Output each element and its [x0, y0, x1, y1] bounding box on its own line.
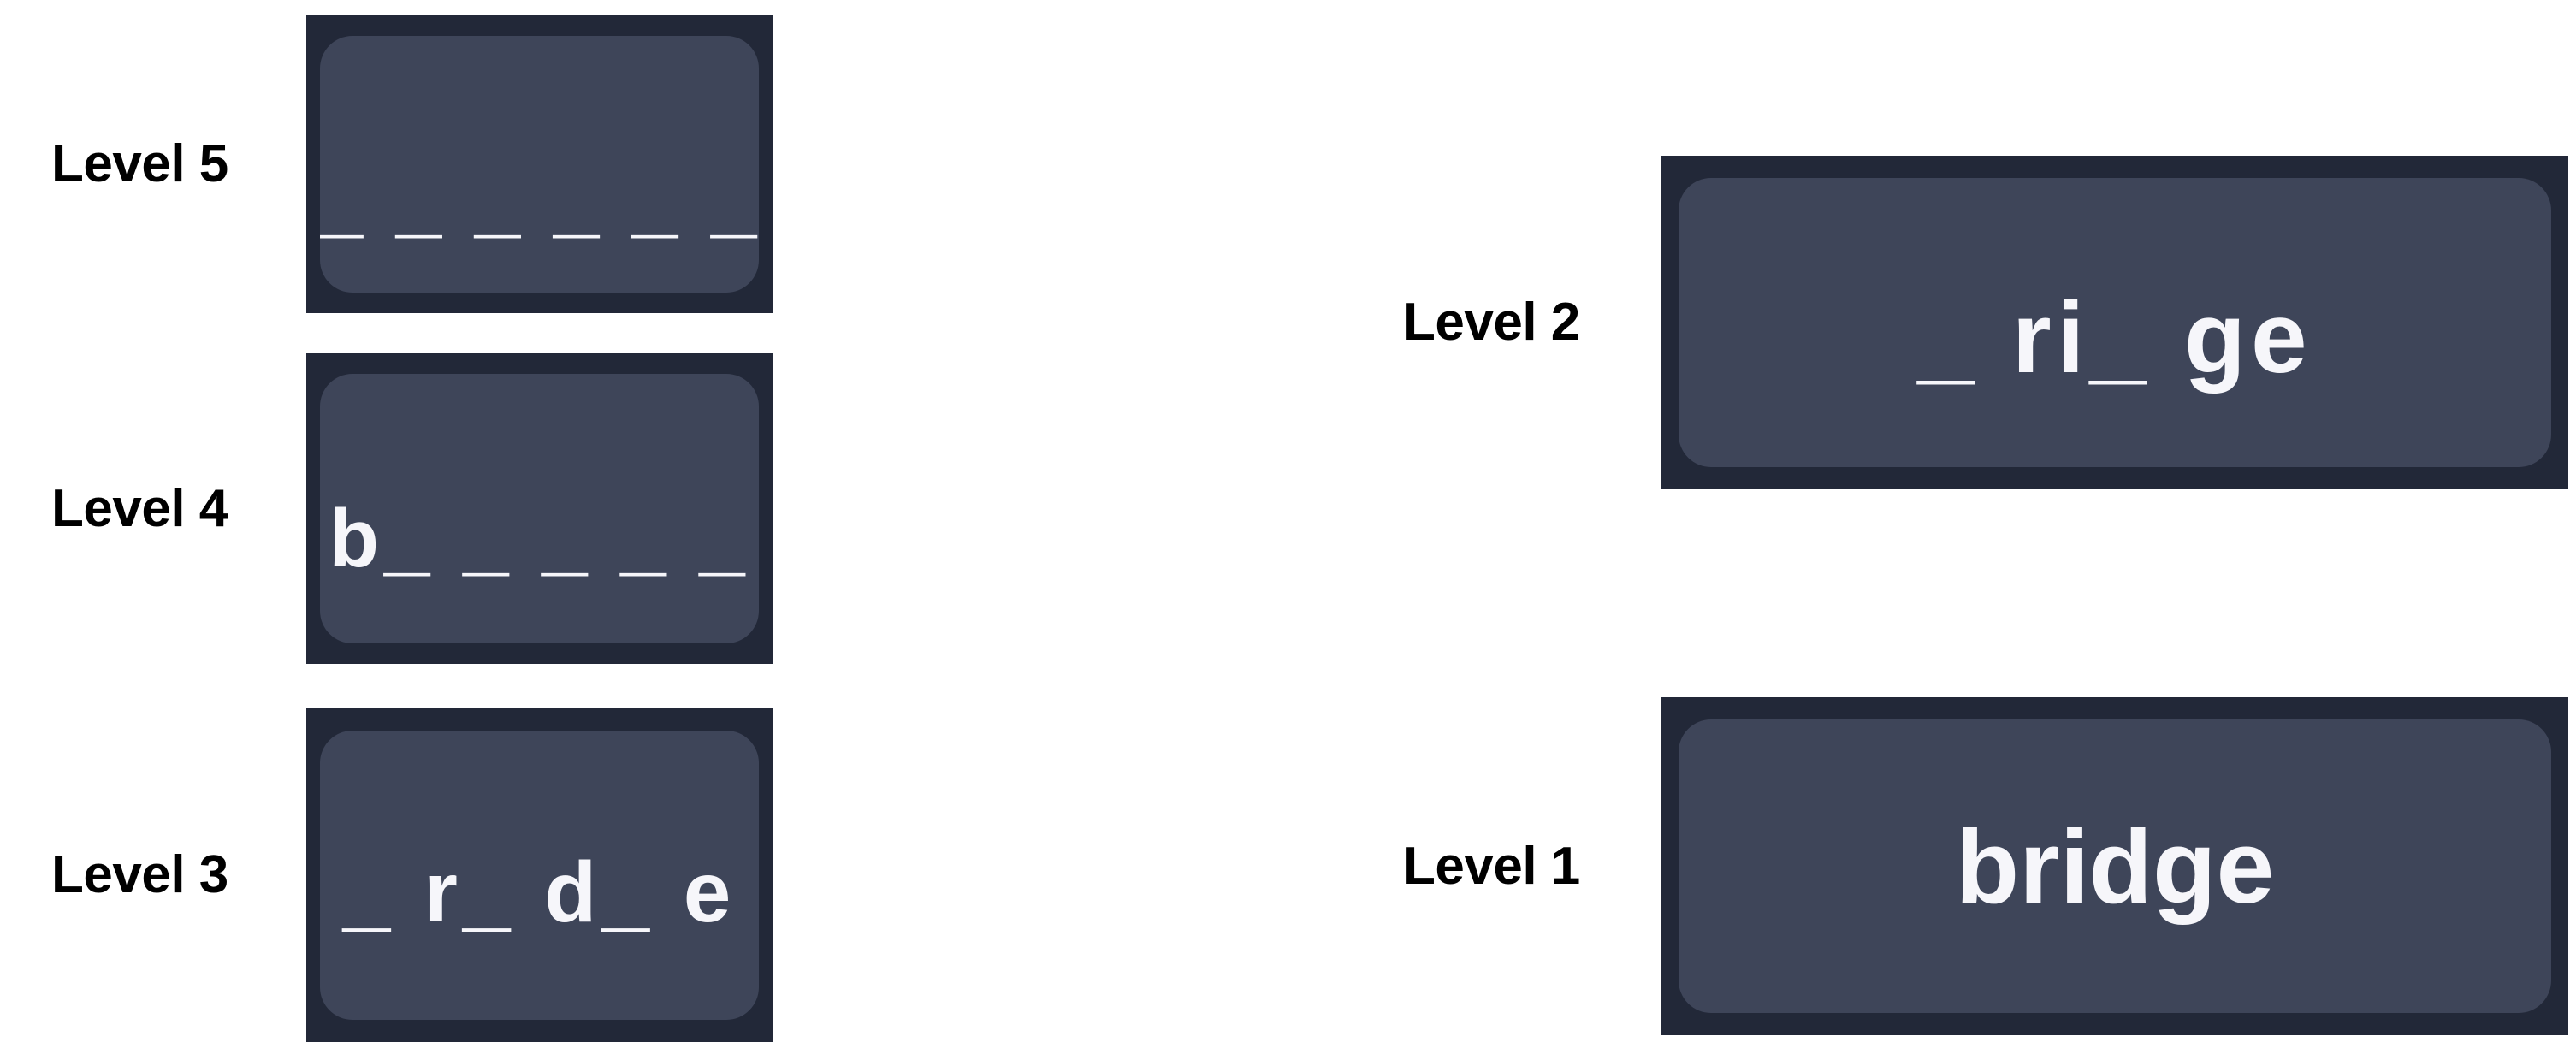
word-card-frame-level3[interactable]: _ r_ d_ e	[306, 708, 773, 1042]
word-card-level1[interactable]: bridge	[1679, 719, 2551, 1013]
word-display-level5: _ _ _ _ _ _	[320, 155, 759, 246]
word-card-level4[interactable]: b_ _ _ _ _	[320, 374, 759, 643]
word-display-level2: _ ri_ ge	[1917, 281, 2312, 394]
word-card-level2[interactable]: _ ri_ ge	[1679, 178, 2551, 467]
level-label-level4: Level 4	[51, 478, 228, 538]
level-label-level3: Level 3	[51, 845, 228, 904]
word-card-level5[interactable]: _ _ _ _ _ _	[320, 36, 759, 293]
word-card-frame-level2[interactable]: _ ri_ ge	[1661, 156, 2568, 489]
word-display-level3: _ r_ d_ e	[342, 844, 737, 940]
level-label-level1: Level 1	[1403, 836, 1580, 896]
word-card-level3[interactable]: _ r_ d_ e	[320, 731, 759, 1020]
level-row-level3: Level 3 _ r_ d_ e	[51, 708, 773, 1042]
level-row-level1: Level 1 bridge	[1403, 697, 2568, 1035]
level-label-level2: Level 2	[1403, 293, 1580, 352]
level-label-level5: Level 5	[51, 134, 228, 193]
level-row-level2: Level 2 _ ri_ ge	[1403, 156, 2568, 489]
word-display-level4: b_ _ _ _ _	[329, 492, 750, 584]
level-row-level5: Level 5 _ _ _ _ _ _	[51, 15, 773, 313]
word-card-frame-level4[interactable]: b_ _ _ _ _	[306, 353, 773, 664]
word-card-frame-level5[interactable]: _ _ _ _ _ _	[306, 15, 773, 313]
word-display-level1: bridge	[1955, 808, 2275, 925]
level-row-level4: Level 4 b_ _ _ _ _	[51, 353, 773, 664]
word-card-frame-level1[interactable]: bridge	[1661, 697, 2568, 1035]
